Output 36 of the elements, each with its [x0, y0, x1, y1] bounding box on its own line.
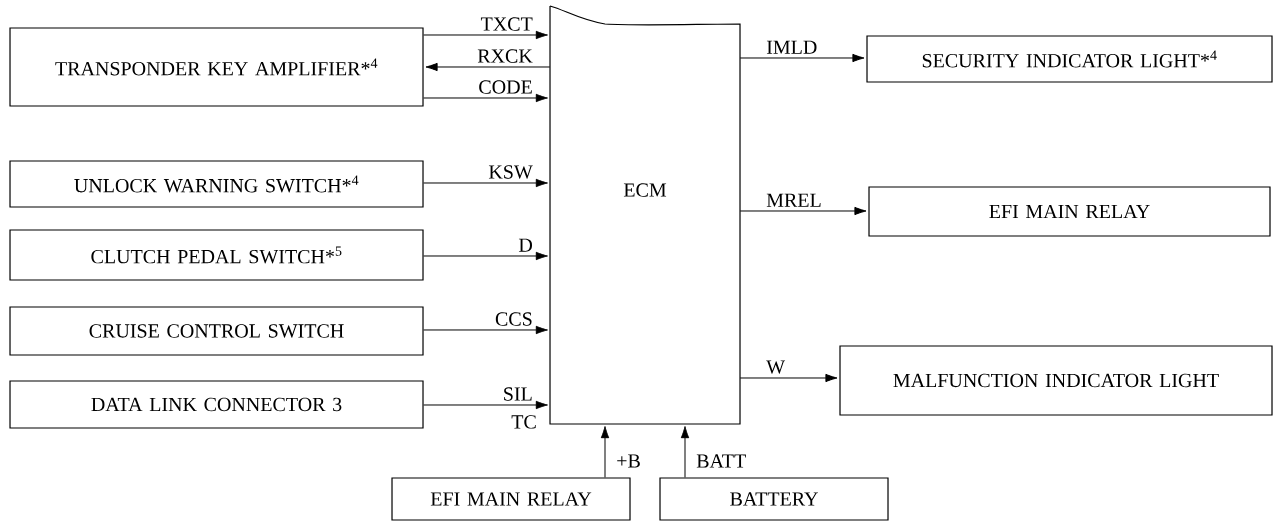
component-box: EFI MAIN RELAY [391, 477, 631, 521]
component-box: TRANSPONDER KEY AMPLIFIER*$^{4}$ [9, 27, 424, 107]
arrow [423, 30, 548, 40]
signal-label: CODE [479, 80, 532, 94]
signal-label: IMLD [766, 40, 817, 54]
component-box: UNLOCK WARNING SWITCH*$^{4}$ [9, 160, 424, 208]
signal-label: +B [617, 454, 640, 468]
ecm-block: ECM [549, 5, 741, 425]
arrow [680, 426, 690, 478]
arrow [423, 251, 548, 261]
signal-label: TC [511, 415, 536, 429]
signal-label: SIL [504, 387, 532, 401]
component-box: MALFUNCTION INDICATOR LIGHT [839, 345, 1273, 416]
signal-label: CCS [495, 312, 532, 326]
arrow [600, 426, 610, 478]
component-box: EFI MAIN RELAY [868, 186, 1271, 237]
component-box: CRUISE CONTROL SWITCH [9, 306, 424, 356]
signal-label: D [518, 238, 532, 252]
arrow [423, 325, 548, 335]
component-box: SECURITY INDICATOR LIGHT*$^{4}$ [866, 35, 1273, 83]
signal-label: TXCT [480, 17, 533, 31]
arrow [739, 53, 865, 63]
signal-label: W [766, 360, 786, 374]
arrow [739, 373, 838, 383]
arrow [423, 178, 548, 188]
arrow [425, 62, 551, 72]
component-box: DATA LINK CONNECTOR 3 [9, 380, 424, 429]
arrow [739, 206, 867, 216]
signal-label: KSW [488, 165, 533, 179]
arrow [423, 93, 548, 103]
signal-label: RXCK [477, 49, 533, 63]
arrow [423, 400, 548, 410]
signal-label: MREL [766, 193, 821, 207]
component-box: BATTERY [659, 477, 889, 521]
signal-label: BATT [696, 454, 746, 468]
component-box: CLUTCH PEDAL SWITCH*$^{5}$ [9, 229, 424, 281]
